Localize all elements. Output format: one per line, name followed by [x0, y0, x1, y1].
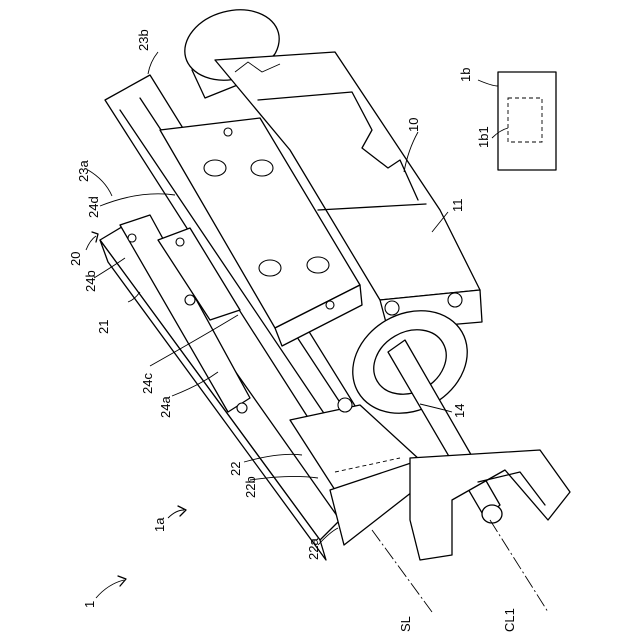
label-sl: SL — [398, 616, 413, 632]
controller-box — [498, 72, 556, 170]
label-11: 11 — [450, 199, 465, 213]
label-10: 10 — [406, 118, 421, 132]
label-cl1: CL1 — [502, 608, 517, 632]
label-21: 21 — [96, 320, 111, 334]
slider-block-22 — [290, 405, 570, 560]
label-20: 20 — [68, 252, 83, 266]
label-24d: 24d — [86, 196, 101, 218]
label-24a: 24a — [158, 396, 173, 418]
label-14: 14 — [452, 404, 467, 418]
label-1b: 1b — [458, 68, 473, 82]
label-1: 1 — [82, 601, 97, 608]
label-24c: 24c — [140, 373, 155, 394]
label-24b: 24b — [83, 270, 98, 292]
label-23a: 23a — [76, 160, 91, 182]
label-23b: 23b — [136, 29, 151, 51]
label-1b1: 1b1 — [476, 126, 491, 148]
label-22b: 22b — [243, 476, 258, 498]
label-1a: 1a — [152, 517, 167, 532]
label-22: 22 — [228, 462, 243, 476]
label-22a: 22a — [306, 538, 321, 560]
center-line-cl1 — [490, 520, 548, 612]
